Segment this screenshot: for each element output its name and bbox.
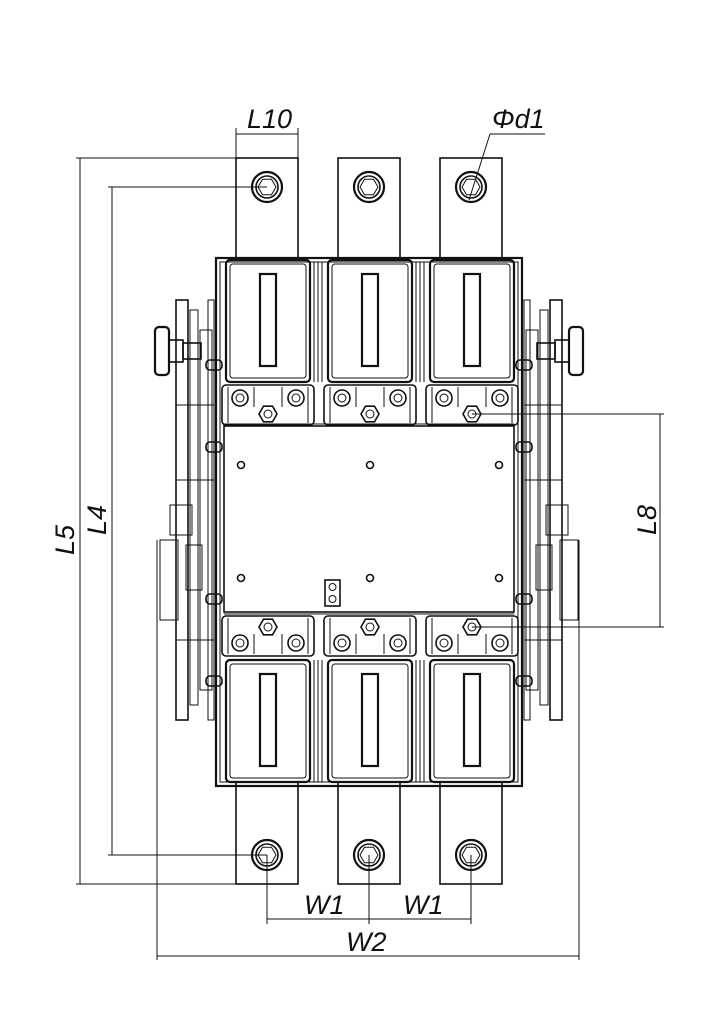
bolt-hex-icon	[352, 170, 386, 204]
slot-window-icon	[360, 672, 380, 768]
pole-cover-bottom-2	[326, 658, 414, 784]
bolt-hex-icon	[360, 618, 380, 636]
top-busbars	[235, 157, 503, 261]
label-w2: W2	[346, 927, 387, 957]
slot-window-icon	[258, 272, 278, 368]
small-terminal-icon	[324, 579, 341, 607]
pole-cover-bottom-3	[428, 658, 516, 784]
pole-cover-bottom-1	[224, 658, 312, 784]
top-terminal-blocks	[221, 384, 519, 426]
center-plate	[223, 425, 515, 613]
busbar-top-right	[439, 157, 503, 261]
top-pole-covers	[224, 258, 516, 384]
label-l10: L10	[247, 104, 292, 134]
switch-housing	[205, 256, 533, 788]
label-l8: L8	[632, 505, 662, 535]
slot-window-icon	[258, 672, 278, 768]
label-l5: L5	[50, 524, 80, 555]
dimension-lines	[76, 128, 664, 960]
pole-cover-top-1	[224, 258, 312, 384]
busbar-top-center	[337, 157, 401, 261]
label-l4: L4	[82, 505, 112, 535]
bottom-pole-covers	[224, 658, 516, 784]
bolt-hex-icon	[360, 405, 380, 423]
right-side-mechanism	[523, 299, 585, 721]
knob-icon	[153, 325, 202, 377]
busbar-top-left	[235, 157, 299, 261]
knob-icon	[536, 325, 585, 377]
label-w1-right: W1	[403, 890, 444, 920]
bottom-terminal-blocks	[221, 615, 519, 657]
label-phi-d1: Φd1	[492, 104, 545, 134]
label-w1-left: W1	[304, 890, 345, 920]
pole-cover-top-3	[428, 258, 516, 384]
slot-window-icon	[462, 272, 482, 368]
bolt-hex-icon	[258, 618, 278, 636]
left-side-mechanism	[153, 299, 215, 721]
slot-window-icon	[360, 272, 380, 368]
bolt-hex-icon	[258, 405, 278, 423]
slot-window-icon	[462, 672, 482, 768]
housing-tabs	[205, 359, 533, 687]
bolt-hex-icon	[454, 170, 488, 204]
pole-cover-top-2	[326, 258, 414, 384]
